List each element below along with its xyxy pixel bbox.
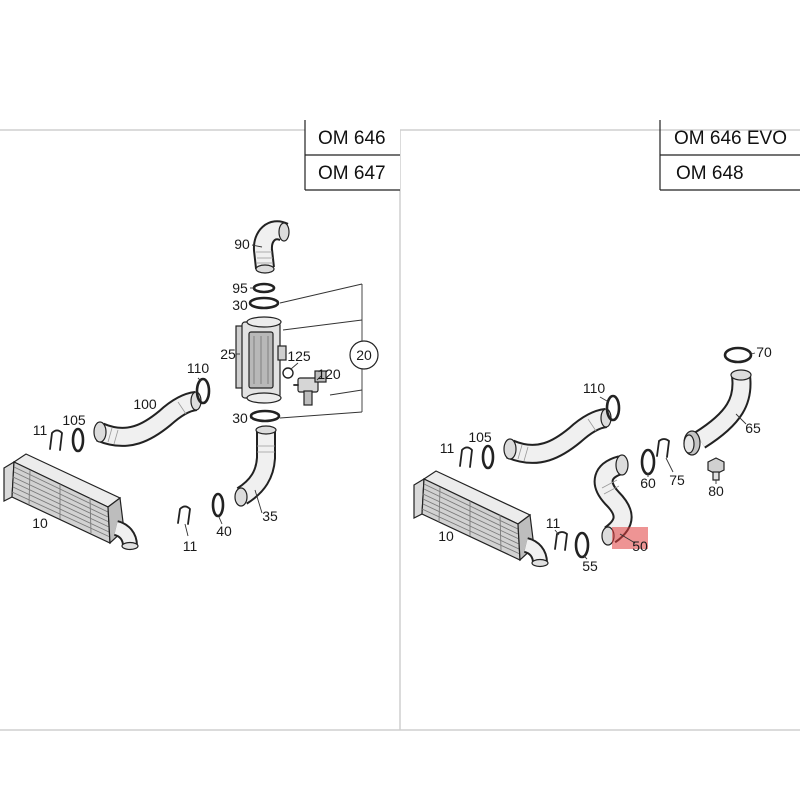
engine-code-om646-evo: OM 646 EVO [674, 128, 787, 149]
callout-120: 120 [317, 366, 341, 382]
callout-11-lower: 11 [546, 515, 561, 531]
callout-20: 20 [356, 347, 372, 363]
callout-75: 75 [669, 472, 685, 488]
sealing-ring-70 [723, 346, 753, 364]
right-leader-lines [554, 352, 756, 560]
o-ring-125 [282, 367, 294, 379]
callout-10: 10 [32, 515, 48, 531]
intake-housing-25 [235, 316, 287, 404]
callout-50: 50 [632, 538, 648, 554]
sealing-ring-55 [574, 531, 590, 559]
callout-10: 10 [438, 528, 454, 544]
bolt-80 [707, 457, 725, 481]
callout-11-upper: 11 [440, 440, 455, 456]
group-bracket [279, 283, 379, 419]
sealing-ring-95 [252, 282, 276, 294]
sealing-ring-30-lower [249, 409, 281, 423]
charge-air-hose-50 [593, 454, 633, 546]
left-panel: OM 646 OM 647 [4, 120, 400, 554]
callout-70: 70 [756, 344, 772, 360]
callout-95: 95 [232, 280, 248, 296]
engine-code-om648: OM 648 [676, 163, 744, 184]
callout-25: 25 [220, 346, 236, 362]
left-engine-code-box: OM 646 OM 647 [304, 120, 400, 191]
callout-55: 55 [582, 558, 598, 574]
callout-100: 100 [133, 396, 157, 412]
callout-110: 110 [187, 360, 210, 376]
callout-60: 60 [640, 475, 656, 491]
callout-11-upper: 11 [33, 422, 48, 438]
callout-90: 90 [234, 236, 250, 252]
callout-40: 40 [216, 523, 232, 539]
engine-code-om647: OM 647 [318, 163, 386, 184]
charge-air-pipe-65 [683, 369, 752, 456]
callout-20-circle [349, 340, 379, 370]
callout-30-upper: 30 [232, 297, 248, 313]
engine-code-om646: OM 646 [318, 128, 386, 149]
callout-105: 105 [62, 412, 86, 428]
elbow-hose-90 [253, 220, 290, 274]
hose-clamp-11-lower [554, 531, 568, 551]
callout-80: 80 [708, 483, 724, 499]
callout-110: 110 [583, 380, 606, 396]
callout-11-lower: 11 [183, 538, 198, 554]
right-engine-code-box: OM 646 EVO OM 648 [659, 120, 800, 191]
left-leader-lines [184, 244, 322, 537]
highlight-marker [612, 527, 648, 549]
right-panel: OM 646 EVO OM 648 [414, 120, 800, 574]
sealing-ring-40 [211, 492, 225, 518]
sealing-ring-60 [640, 448, 656, 476]
charge-air-hose-35 [234, 425, 277, 507]
callout-125: 125 [287, 348, 311, 364]
sealing-ring-30-upper [248, 296, 280, 310]
hose-clamp-11-lower [177, 505, 191, 525]
callout-105: 105 [468, 429, 492, 445]
callout-65: 65 [745, 420, 761, 436]
hose-clamp-75 [656, 438, 670, 458]
callout-30-lower: 30 [232, 410, 248, 426]
callout-35: 35 [262, 508, 278, 524]
